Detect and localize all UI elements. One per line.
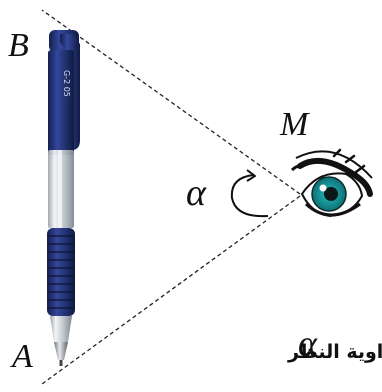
angle-alpha-label: α [186, 172, 207, 214]
caption-viewing-angle: زاوية النظر [287, 341, 382, 363]
point-b-label: B [8, 27, 29, 64]
sight-line-to-a [41, 195, 301, 385]
point-a-label: A [10, 338, 33, 375]
eye-icon [290, 148, 373, 218]
point-m-label: M [279, 106, 310, 143]
pen-object: G-2 05 [47, 30, 80, 366]
caption-alpha-symbol: α [298, 323, 318, 363]
angle-arrow-icon [230, 169, 269, 218]
sight-line-to-b [41, 9, 301, 195]
pen-brand-text: G-2 05 [62, 70, 71, 97]
